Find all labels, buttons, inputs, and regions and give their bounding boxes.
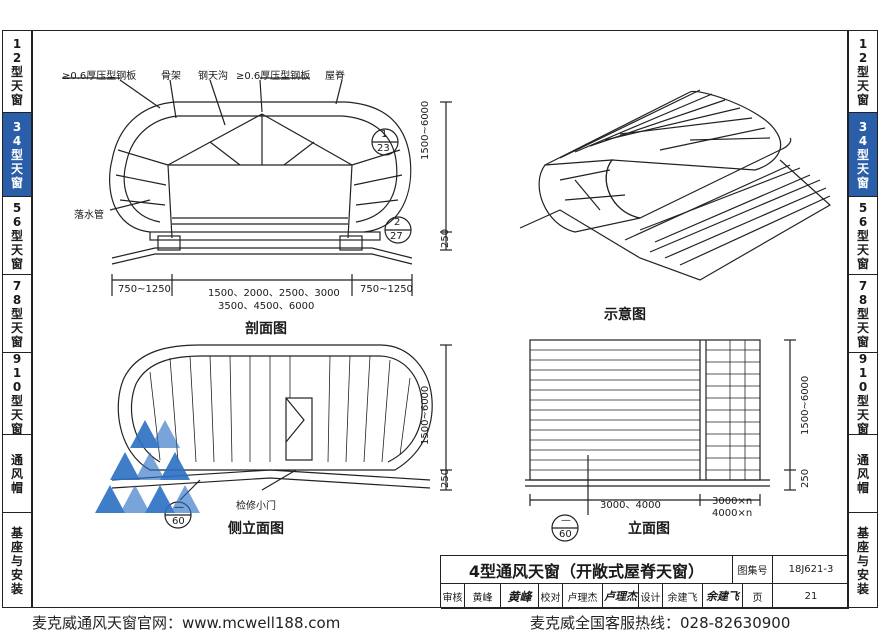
designer-signature: 余建飞 [703, 584, 743, 609]
side-dim-base: 250 [440, 468, 451, 488]
right-tab-0[interactable]: 12型天窗 [849, 31, 877, 113]
reviewer-name: 黄峰 [465, 584, 501, 609]
check-label: 校对 [539, 584, 563, 609]
section-dim-height: 1500~6000 [420, 100, 431, 160]
side-view-title: 侧立面图 [228, 521, 284, 537]
left-category-tabs: 12型天窗 34型天窗 56型天窗 78型天窗 910型天窗通风帽基座与安装 [2, 30, 32, 608]
atlas-label: 图集号 [733, 556, 773, 584]
watermark-logo [95, 420, 200, 513]
ref2-top: 2 [394, 217, 401, 228]
section-dim-base: 250 [440, 228, 451, 248]
side-ref-bottom: 60 [172, 516, 185, 527]
left-tab-label: 78型天窗 [10, 278, 23, 349]
callout-ridge: 屋脊 [325, 71, 345, 82]
page-number: 21 [773, 584, 849, 609]
designer-name: 余建飞 [663, 584, 703, 609]
ref1-top: 1 [381, 129, 388, 140]
callout-steel-plate-right: ≥0.6厚压型钢板 [236, 71, 311, 82]
left-tab-label: 12型天窗 [10, 36, 23, 107]
perspective-view-title: 示意图 [604, 307, 646, 323]
callout-frame: 骨架 [161, 71, 181, 82]
left-tab-5[interactable]: 通风帽 [3, 435, 31, 513]
drawing-title: 4型通风天窗（开敞式屋脊天窗） [441, 556, 733, 584]
design-label: 设计 [639, 584, 663, 609]
left-tab-2[interactable]: 56型天窗 [3, 197, 31, 275]
callout-gutter: 钢天沟 [198, 71, 228, 82]
left-tab-label: 通风帽 [10, 452, 23, 495]
section-drawing [62, 77, 452, 296]
side-ref-top: — [174, 502, 184, 513]
left-tab-0[interactable]: 12型天窗 [3, 31, 31, 113]
side-dim-height: 1500~6000 [420, 385, 431, 445]
checker-name: 卢理杰 [563, 584, 603, 609]
right-tab-3[interactable]: 78型天窗 [849, 275, 877, 353]
section-dim-center-1: 1500、2000、2500、3000 [208, 288, 340, 299]
left-tab-3[interactable]: 78型天窗 [3, 275, 31, 353]
footer-website: 麦克威通风天窗官网：www.mcwell188.com [32, 614, 341, 632]
left-tab-label: 34型天窗 [10, 119, 23, 190]
front-view-title: 立面图 [628, 521, 670, 537]
front-dim-height: 1500~6000 [800, 375, 811, 435]
front-ref-top: — [561, 515, 571, 526]
right-tab-5[interactable]: 通风帽 [849, 435, 877, 513]
atlas-number: 18J621-3 [773, 556, 849, 584]
right-tab-label: 通风帽 [856, 452, 869, 495]
front-ref-bottom: 60 [559, 529, 572, 540]
front-dim-base: 250 [800, 468, 811, 488]
section-dim-side-right: 750~1250 [360, 284, 413, 295]
right-tab-2[interactable]: 56型天窗 [849, 197, 877, 275]
reviewer-signature: 黄峰 [501, 584, 539, 609]
title-block: 4型通风天窗（开敞式屋脊天窗） 图集号 18J621-3 审核 黄峰 黄峰 校对… [440, 555, 849, 609]
right-tab-label: 12型天窗 [856, 36, 869, 107]
right-tab-label: 34型天窗 [856, 119, 869, 190]
section-view-title: 剖面图 [245, 321, 287, 337]
right-category-tabs: 12型天窗 34型天窗 56型天窗 78型天窗 910型天窗通风帽基座与安装 [848, 30, 878, 608]
left-tab-label: 56型天窗 [10, 200, 23, 271]
review-label: 审核 [441, 584, 465, 609]
front-dim-module-2: 4000×n [712, 508, 753, 519]
right-tab-label: 910型天窗 [856, 351, 869, 436]
section-dim-side-left: 750~1250 [118, 284, 171, 295]
front-dim-width: 3000、4000 [600, 500, 661, 511]
footer-hotline: 麦克威全国客服热线：028-82630900 [530, 614, 791, 632]
ref2-bottom: 27 [390, 231, 403, 242]
access-door-label: 检修小门 [236, 501, 276, 512]
right-tab-label: 基座与安装 [856, 526, 869, 596]
perspective-drawing [519, 89, 832, 281]
left-tab-4[interactable]: 910型天窗 [3, 351, 31, 436]
left-tab-label: 基座与安装 [10, 526, 23, 596]
callout-downpipe: 落水管 [74, 210, 104, 221]
right-tab-label: 78型天窗 [856, 278, 869, 349]
left-tab-1[interactable]: 34型天窗 [3, 113, 31, 197]
page-label: 页 [743, 584, 773, 609]
left-tab-label: 910型天窗 [10, 351, 23, 436]
right-tab-label: 56型天窗 [856, 200, 869, 271]
front-dim-module-1: 3000×n [712, 496, 753, 507]
checker-signature: 卢理杰 [603, 584, 639, 609]
right-tab-4[interactable]: 910型天窗 [849, 351, 877, 436]
ref1-bottom: 23 [377, 143, 390, 154]
section-dim-center-2: 3500、4500、6000 [218, 301, 315, 312]
right-tab-1[interactable]: 34型天窗 [849, 113, 877, 197]
right-tab-6[interactable]: 基座与安装 [849, 513, 877, 609]
front-elevation-drawing [525, 339, 796, 542]
callout-steel-plate-left: ≥0.6厚压型钢板 [62, 71, 137, 82]
left-tab-6[interactable]: 基座与安装 [3, 513, 31, 609]
